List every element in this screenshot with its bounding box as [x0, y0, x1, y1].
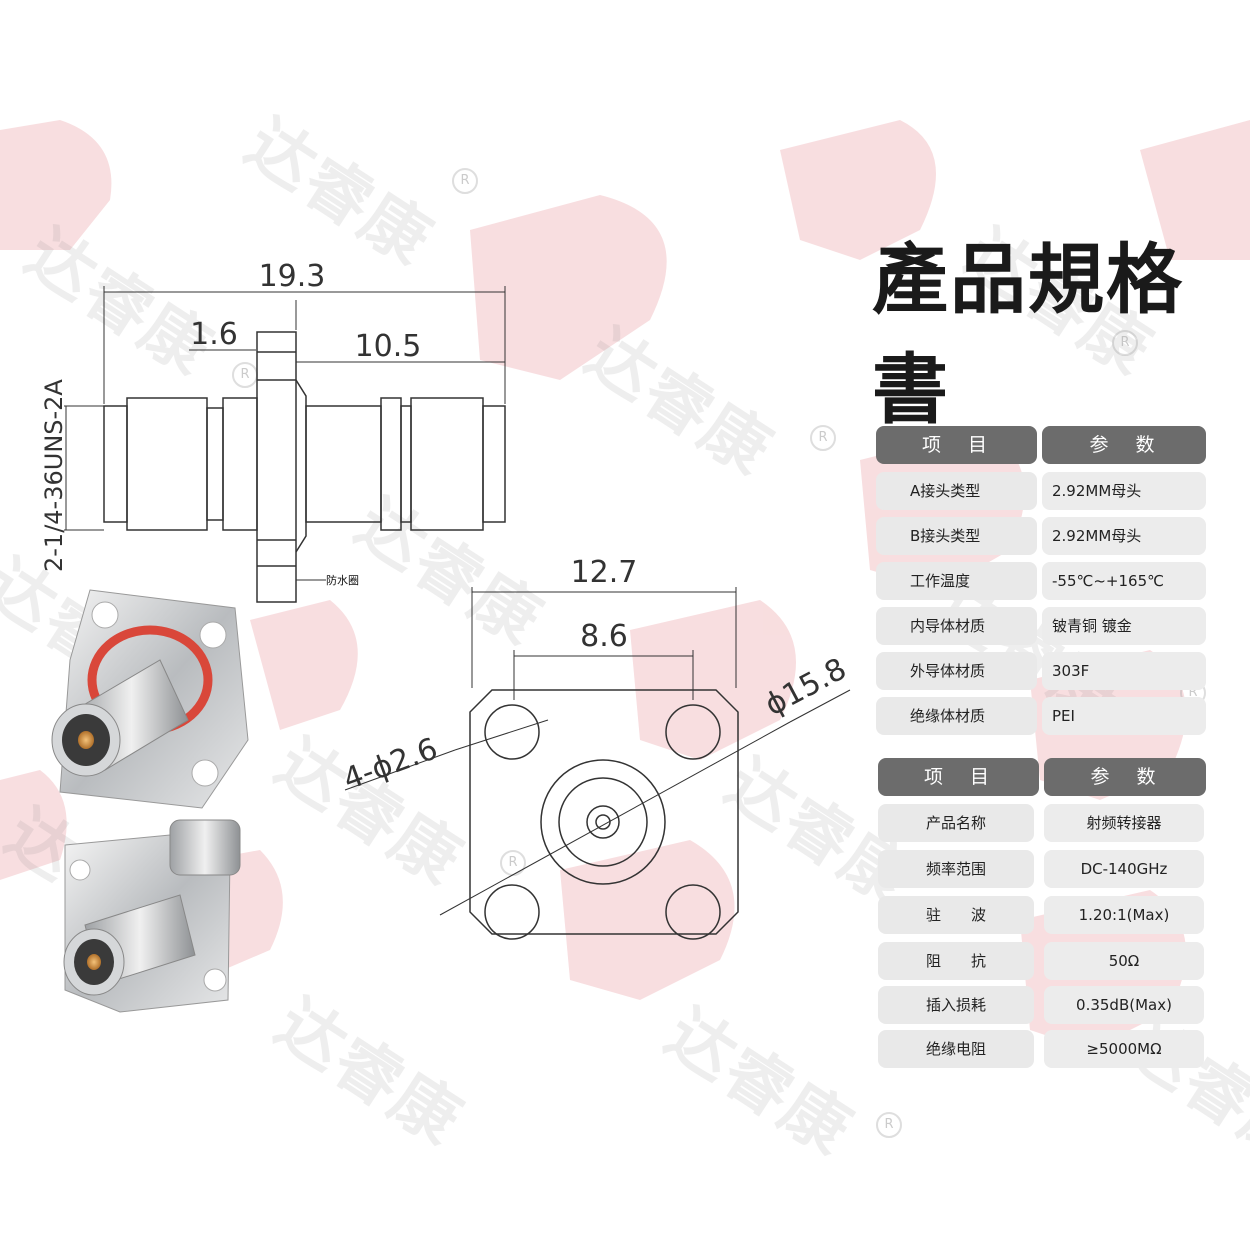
- row-value: DC-140GHz: [1044, 850, 1204, 888]
- product-photos: [51, 589, 249, 1013]
- row-key: 频率范围: [878, 850, 1034, 888]
- row-value: 2.92MM母头: [1042, 517, 1206, 555]
- row-value: 303F: [1042, 652, 1206, 690]
- connector-photo-angled: [63, 819, 241, 1013]
- header-param: 参 数: [1042, 426, 1206, 464]
- row-value: 铍青铜 镀金: [1042, 607, 1206, 645]
- watermark-logo: [780, 120, 936, 260]
- watermark-logo: [0, 770, 67, 880]
- dim-holes: 4-ϕ2.6: [339, 731, 443, 797]
- flange: [256, 331, 297, 603]
- header-param: 参 数: [1044, 758, 1206, 796]
- row-value: 0.35dB(Max): [1044, 986, 1204, 1024]
- left-collar: [222, 397, 258, 531]
- row-key: 产品名称: [878, 804, 1034, 842]
- row-value: 50Ω: [1044, 942, 1204, 980]
- row-value: 1.20:1(Max): [1044, 896, 1204, 934]
- watermark-logo: [0, 120, 112, 250]
- mount-hole: [665, 884, 721, 940]
- header-item: 项 目: [878, 758, 1039, 796]
- header-item: 项 目: [876, 426, 1037, 464]
- dim-flange-thickness: 1.6: [190, 317, 238, 352]
- row-key: 驻 波: [878, 896, 1034, 934]
- dim-flange-width: 12.7: [571, 555, 638, 590]
- watermark-logo: [560, 840, 735, 1000]
- mount-hole: [484, 704, 540, 760]
- row-key: 内导体材质: [876, 607, 1037, 645]
- row-value: ≥5000MΩ: [1044, 1030, 1204, 1068]
- front-body: [540, 759, 666, 885]
- registered-mark: R: [452, 168, 478, 194]
- mid-body: [305, 405, 382, 523]
- watermark-logo: [470, 195, 667, 380]
- row-key: 外导体材质: [876, 652, 1037, 690]
- mount-hole: [665, 704, 721, 760]
- dim-hole-spacing: 8.6: [580, 619, 628, 654]
- dim-right-length: 10.5: [355, 329, 422, 364]
- row-value: 射频转接器: [1044, 804, 1204, 842]
- mount-hole: [484, 884, 540, 940]
- row-key: B接头类型: [876, 517, 1037, 555]
- row-key: A接头类型: [876, 472, 1037, 510]
- registered-mark: R: [1112, 330, 1138, 356]
- table-header: 项 目 参 数: [876, 426, 1206, 464]
- table-header: 项 目 参 数: [878, 758, 1208, 796]
- row-key: 阻 抗: [878, 942, 1034, 980]
- row-key: 插入损耗: [878, 986, 1034, 1024]
- spec-table-1: 项 目 参 数 A接头类型 2.92MM母头 B接头类型 2.92MM母头 工作…: [876, 426, 1206, 736]
- watermark-logo: [1140, 120, 1250, 260]
- connector-photo-front: [51, 589, 249, 809]
- row-key: 工作温度: [876, 562, 1037, 600]
- dim-diagonal: ϕ15.8: [759, 652, 852, 724]
- row-value: PEI: [1042, 697, 1206, 735]
- dim-overall-length: 19.3: [259, 259, 326, 294]
- page-title: 產品規格書: [872, 235, 1184, 434]
- row-key: 绝缘电阻: [878, 1030, 1034, 1068]
- watermark-logo: [630, 600, 796, 760]
- front-flange: [469, 689, 739, 935]
- registered-mark: R: [810, 425, 836, 451]
- watermark-logo: [250, 600, 358, 730]
- right-body: [410, 397, 484, 531]
- seal-note: 防水圈: [326, 573, 359, 587]
- dim-thread: 2-1/4-36UNS-2A: [40, 379, 68, 572]
- row-key: 绝缘体材质: [876, 697, 1037, 735]
- row-value: -55℃~+165℃: [1042, 562, 1206, 600]
- spec-table-2: 项 目 参 数 产品名称 射频转接器 频率范围 DC-140GHz 驻 波 1.…: [878, 758, 1208, 1068]
- row-value: 2.92MM母头: [1042, 472, 1206, 510]
- registered-mark: R: [876, 1112, 902, 1138]
- right-end: [482, 405, 506, 523]
- left-end: [103, 405, 128, 523]
- left-body: [126, 397, 208, 531]
